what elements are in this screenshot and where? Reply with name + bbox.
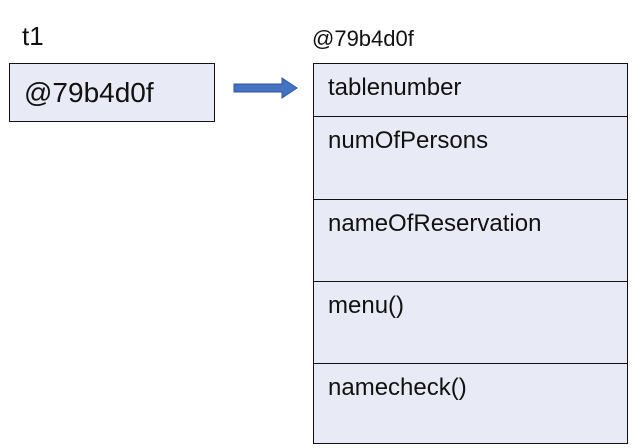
member-menu-method: menu() xyxy=(314,281,627,363)
reference-arrow-icon xyxy=(233,77,298,99)
member-label: tablenumber xyxy=(328,74,462,101)
variable-name-label: t1 xyxy=(22,21,44,51)
member-nameofreservation: nameOfReservation xyxy=(314,199,627,281)
member-label: nameOfReservation xyxy=(328,210,542,237)
object-address-label: @79b4d0f xyxy=(312,26,414,51)
member-namecheck-method: namecheck() xyxy=(314,363,627,443)
member-tablenumber: tablenumber xyxy=(314,64,627,116)
object-box: tablenumber numOfPersons nameOfReservati… xyxy=(313,63,628,444)
member-label: namecheck() xyxy=(328,374,467,401)
member-numofpersons: numOfPersons xyxy=(314,116,627,199)
member-label: menu() xyxy=(328,292,405,319)
reference-value-text: @79b4d0f xyxy=(24,76,154,108)
member-label: numOfPersons xyxy=(328,127,489,154)
reference-value-box: @79b4d0f xyxy=(9,63,215,122)
